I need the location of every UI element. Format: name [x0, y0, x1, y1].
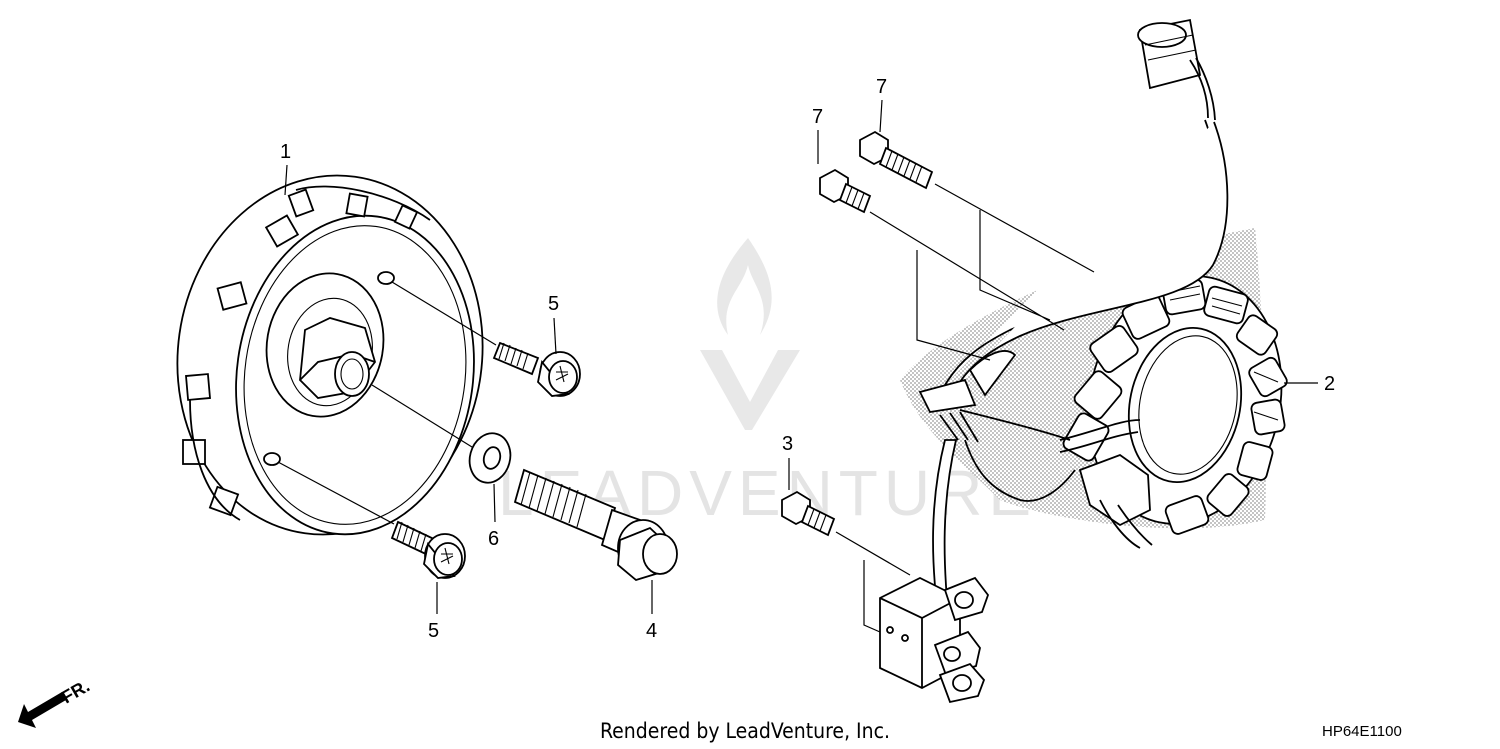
callout-7-a: 7: [812, 106, 823, 128]
front-label: FR.: [58, 676, 93, 708]
footer-credit: Rendered by LeadVenture, Inc.: [600, 719, 890, 743]
callout-4: 4: [646, 620, 657, 642]
washer-6-part[interactable]: [464, 429, 516, 488]
stator-part[interactable]: [879, 18, 1304, 704]
diagram-code: HP64E1100: [1322, 723, 1402, 740]
bolt-7-b-part[interactable]: [859, 130, 934, 190]
callout-7-b: 7: [876, 76, 887, 98]
flywheel-part[interactable]: [154, 156, 505, 555]
bolt-3-part[interactable]: [781, 490, 836, 537]
callout-3: 3: [782, 433, 793, 455]
callout-2: 2: [1324, 373, 1335, 395]
bolt-5-upper-part[interactable]: [492, 341, 581, 397]
callout-5-upper: 5: [548, 293, 559, 315]
bolt-7-a-part[interactable]: [819, 168, 872, 214]
front-direction-indicator: FR.: [18, 676, 93, 728]
watermark-logo: [700, 238, 800, 430]
flywheel-bolt-4-part[interactable]: [513, 468, 678, 582]
callout-1: 1: [280, 141, 291, 163]
bolt-5-lower-part[interactable]: [390, 520, 466, 579]
callout-6: 6: [488, 528, 499, 550]
callout-5-lower: 5: [428, 620, 439, 642]
front-arrow-icon: [18, 692, 66, 728]
